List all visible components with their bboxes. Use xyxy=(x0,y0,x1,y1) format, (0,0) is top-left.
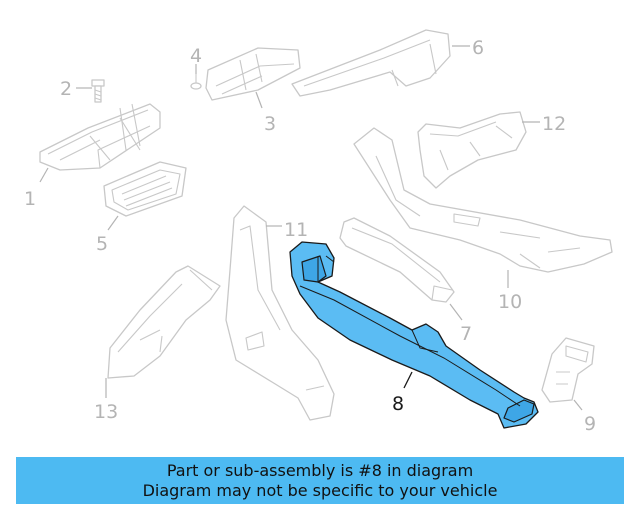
callout-3: 3 xyxy=(264,113,276,135)
part-8-highlighted-duct[interactable] xyxy=(289,241,539,429)
callout-13: 13 xyxy=(94,401,118,423)
part-7-middle-duct[interactable] xyxy=(339,217,455,303)
part-5-register[interactable] xyxy=(103,161,187,217)
leader-8 xyxy=(403,371,413,389)
leader-1 xyxy=(39,167,49,183)
callout-2: 2 xyxy=(60,78,72,100)
info-banner: Part or sub-assembly is #8 in diagram Di… xyxy=(16,457,624,504)
leader-3 xyxy=(255,91,263,109)
part-1-vent-duct[interactable] xyxy=(39,103,161,171)
part-9-bracket[interactable] xyxy=(541,337,595,403)
part-10-rear-duct[interactable] xyxy=(353,127,613,273)
leader-9 xyxy=(573,399,583,411)
callout-1: 1 xyxy=(24,188,36,210)
callout-9: 9 xyxy=(584,413,596,435)
callout-8: 8 xyxy=(392,393,404,415)
part-13-lower-duct[interactable] xyxy=(107,265,221,379)
callout-12: 12 xyxy=(542,113,566,135)
callout-7: 7 xyxy=(460,323,472,345)
callout-11: 11 xyxy=(284,219,308,241)
banner-line-1: Part or sub-assembly is #8 in diagram xyxy=(166,460,474,480)
callout-4: 4 xyxy=(190,45,202,67)
part-3-vent-grille[interactable] xyxy=(205,47,301,101)
part-12-upper-right-vent[interactable] xyxy=(417,111,527,189)
banner-line-2: Diagram may not be specific to your vehi… xyxy=(142,480,498,500)
part-4-clip[interactable] xyxy=(190,74,202,90)
part-2-screw[interactable] xyxy=(91,79,105,103)
callout-10: 10 xyxy=(498,291,522,313)
leader-7 xyxy=(449,303,463,321)
part-11-center-bracket[interactable] xyxy=(225,205,335,421)
callout-6: 6 xyxy=(472,37,484,59)
callout-5: 5 xyxy=(96,233,108,255)
leader-5 xyxy=(107,215,119,231)
part-6-upper-duct[interactable] xyxy=(291,29,451,97)
